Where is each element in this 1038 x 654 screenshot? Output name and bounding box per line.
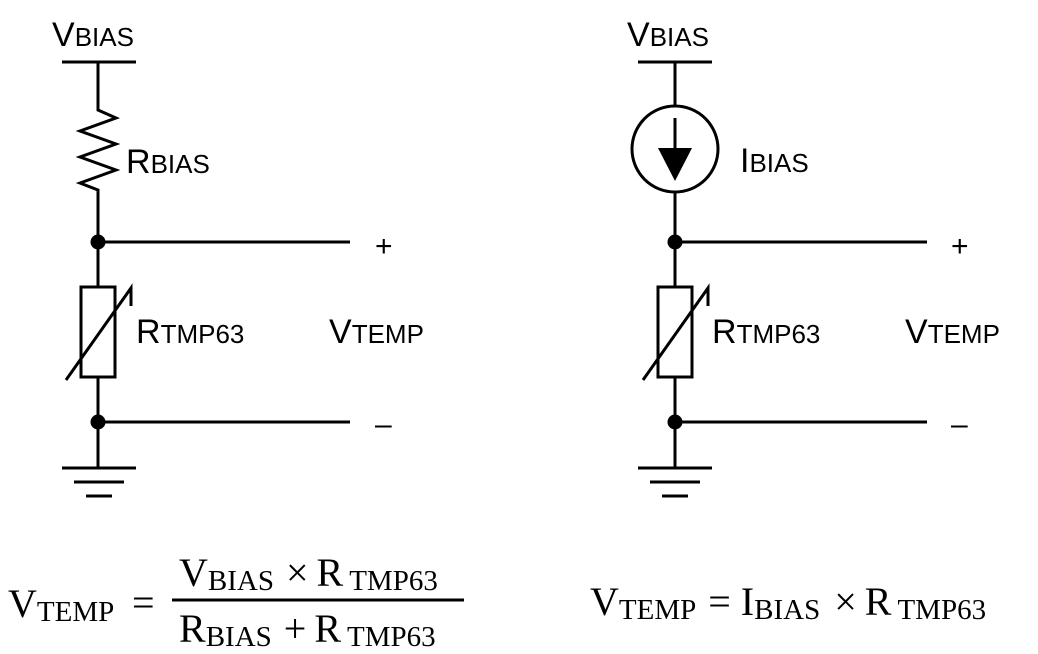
right-circuit: VBIAS IBIAS + RTMP63 VTEMP – bbox=[627, 16, 1000, 498]
left-bias-resistor bbox=[75, 102, 121, 198]
right-current-arrow-head bbox=[658, 148, 692, 181]
left-plus-sign: + bbox=[375, 230, 393, 263]
right-minus-sign: – bbox=[951, 408, 968, 441]
divider-equals: = bbox=[132, 580, 155, 625]
right-bottom-node bbox=[667, 414, 683, 430]
left-vtemp-label: VTEMP bbox=[329, 313, 424, 351]
left-circuit: VBIAS RBIAS + RTMP63 VTEMP – bbox=[52, 16, 424, 498]
right-thermistor-arrow bbox=[641, 283, 710, 381]
right-vtemp-label: VTEMP bbox=[905, 313, 1000, 351]
right-ibias-label: IBIAS bbox=[740, 142, 809, 180]
left-thermistor-arrow bbox=[64, 283, 133, 381]
right-vbias-label: VBIAS bbox=[627, 16, 709, 54]
left-rtmp63-label: RTMP63 bbox=[136, 313, 244, 351]
left-top-node bbox=[90, 234, 106, 250]
right-top-node bbox=[667, 234, 683, 250]
left-bottom-node bbox=[90, 414, 106, 430]
left-rbias-label: RBIAS bbox=[126, 143, 210, 181]
right-ground-symbol bbox=[638, 466, 712, 498]
right-thermistor bbox=[656, 285, 694, 379]
divider-lhs: VTEMP bbox=[8, 581, 114, 628]
left-ground-symbol bbox=[62, 466, 136, 498]
right-rtmp63-label: RTMP63 bbox=[712, 313, 820, 351]
left-minus-sign: – bbox=[375, 408, 392, 441]
right-plus-sign: + bbox=[951, 230, 969, 263]
left-vbias-label: VBIAS bbox=[52, 16, 134, 54]
left-thermistor bbox=[79, 285, 117, 379]
